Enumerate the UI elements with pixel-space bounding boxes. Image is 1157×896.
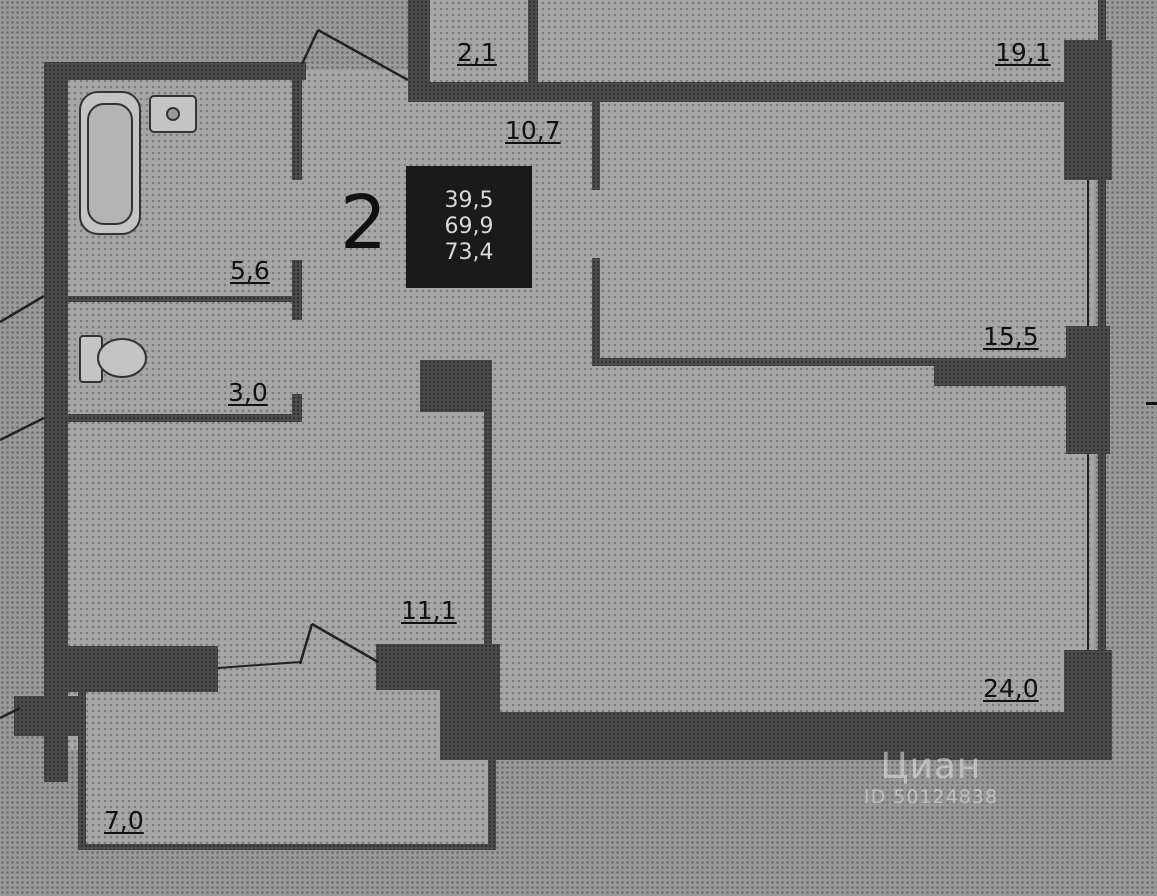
total-area-value: 73,4 <box>444 240 494 265</box>
wall-segment <box>44 646 218 692</box>
wall-segment <box>488 760 496 850</box>
area-summary-box: 39,5 69,9 73,4 <box>406 166 532 288</box>
wall-segment <box>592 258 600 366</box>
general-area-value: 69,9 <box>444 214 494 239</box>
apartment-floor <box>64 0 1157 896</box>
doors <box>0 28 409 720</box>
walls <box>14 0 1112 850</box>
wall-segment <box>64 296 300 302</box>
wall-segment <box>528 0 538 84</box>
watermark: Циан ID 50124838 <box>816 748 1046 808</box>
room-count: 2 <box>340 180 388 266</box>
living-area-value: 39,5 <box>444 188 494 213</box>
room-area-living-room: 24,0 <box>983 674 1039 703</box>
room-area-hallway: 10,7 <box>505 116 561 145</box>
wall-segment <box>78 844 496 850</box>
wall-segment <box>292 394 302 422</box>
wall-segment <box>78 690 86 850</box>
wall-segment <box>292 260 302 320</box>
kitchen-door <box>311 622 379 664</box>
wall-segment <box>934 358 1074 386</box>
wall-segment <box>408 0 430 100</box>
room-area-toilet: 3,0 <box>228 378 268 407</box>
wall-segment <box>1098 0 1106 760</box>
room-area-balcony: 7,0 <box>104 806 144 835</box>
room-area-utility-top: 2,1 <box>457 38 497 67</box>
wall-segment <box>440 712 1112 760</box>
entrance-door <box>317 28 409 82</box>
wall-segment <box>14 696 84 736</box>
windows <box>217 180 1089 669</box>
wall-segment <box>592 100 600 190</box>
room-area-top-right: 19,1 <box>995 38 1051 67</box>
wall-segment <box>408 82 1098 102</box>
room-area-bathroom: 5,6 <box>230 256 270 285</box>
wall-segment <box>48 62 306 80</box>
wall-segment <box>592 358 938 366</box>
watermark-logo: Циан <box>880 746 982 787</box>
wall-segment <box>484 360 492 660</box>
wall-segment <box>64 414 300 422</box>
wall-segment <box>420 360 490 412</box>
watermark-id: ID 50124838 <box>864 785 998 808</box>
room-area-kitchen: 11,1 <box>401 596 457 625</box>
room-area-bedroom: 15,5 <box>983 322 1039 351</box>
wall-segment <box>292 80 302 180</box>
edge-marker <box>1146 402 1157 405</box>
bathroom-fixtures <box>79 91 197 383</box>
